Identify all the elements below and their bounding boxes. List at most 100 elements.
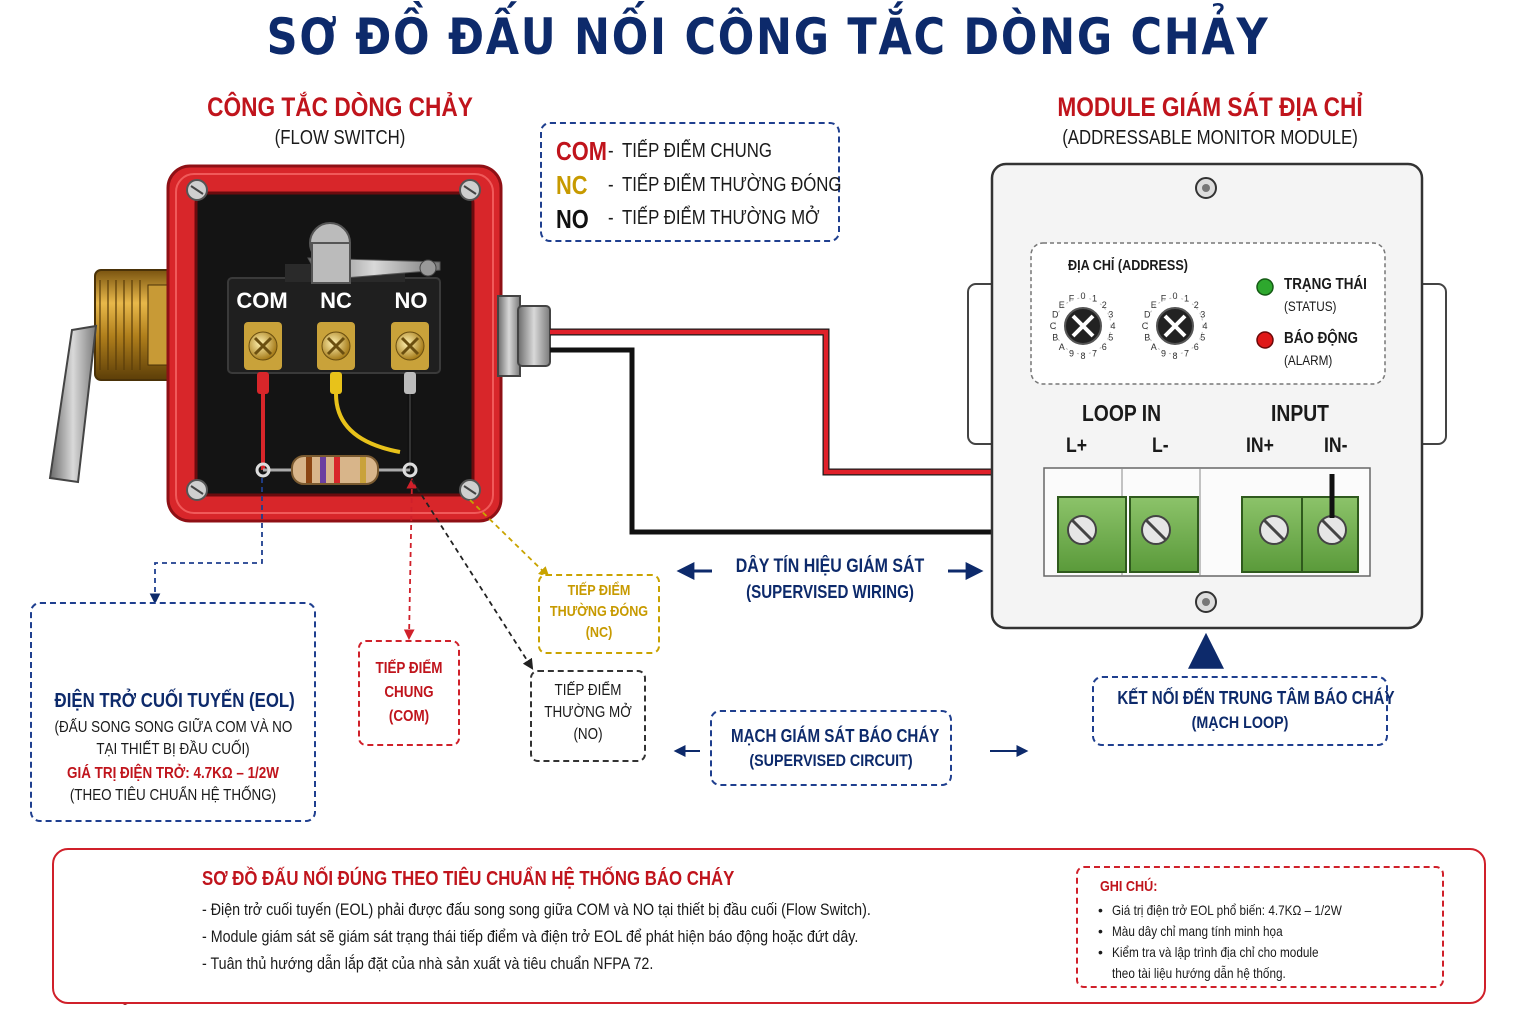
dial-digit: D xyxy=(1052,310,1059,320)
notes-item-4: theo tài liệu hướng dẫn hệ thống. xyxy=(1112,965,1286,981)
alarm-label: BÁO ĐỘNG xyxy=(1284,330,1358,347)
dial-digit: E xyxy=(1059,300,1065,310)
callout-no: TIẾP ĐIỂM THƯỜNG MỞ (NO) xyxy=(530,670,646,762)
status-label: TRẠNG THÁI xyxy=(1284,276,1367,293)
eol-desc2: TẠI THIẾT BỊ ĐẦU CUỐI) xyxy=(96,741,250,758)
standard-info-box: SƠ ĐỒ ĐẤU NỐI ĐÚNG THEO TIÊU CHUẨN HỆ TH… xyxy=(52,848,1486,1004)
eol-resistor-installed-icon xyxy=(255,455,418,485)
dial-digit: 1 xyxy=(1184,293,1189,303)
callout-com-line2: CHUNG xyxy=(384,684,434,701)
callout-no-line2: THƯỜNG MỞ xyxy=(544,704,632,721)
dial-digit: 6 xyxy=(1102,342,1107,352)
page-title: SƠ ĐỒ ĐẤU NỐI CÔNG TẮC DÒNG CHẢY xyxy=(266,8,1270,66)
notes-item-3: Kiểm tra và lập trình địa chỉ cho module xyxy=(1112,944,1319,960)
legend-no-desc: TIẾP ĐIỂM THƯỜNG MỞ xyxy=(622,207,820,229)
circuit-line2: (SUPERVISED CIRCUIT) xyxy=(749,751,913,770)
module-subtitle: (ADDRESSABLE MONITOR MODULE) xyxy=(1062,127,1358,149)
screw-no-icon xyxy=(391,322,429,370)
flow-switch-heading: CÔNG TẮC DÒNG CHẢY (FLOW SWITCH) xyxy=(150,92,530,150)
terminal-block-l-plus-icon xyxy=(1057,496,1127,573)
dial-digit: C xyxy=(1050,321,1057,331)
standard-item-3: - Tuân thủ hướng dẫn lắp đặt của nhà sản… xyxy=(202,954,654,973)
callout-nc-line2: THƯỜNG ĐÓNG xyxy=(549,603,649,620)
dial-digit: 4 xyxy=(1202,321,1207,331)
notes-item-2: Màu dây chỉ mang tính minh họa xyxy=(1112,923,1283,939)
dial-digit: 5 xyxy=(1108,333,1113,343)
wiring-line2: (SUPERVISED WIRING) xyxy=(746,582,914,602)
dial-digit: B xyxy=(1052,333,1058,343)
standard-item-2: - Module giám sát sẽ giám sát trạng thái… xyxy=(202,927,859,946)
flow-switch-title: CÔNG TẮC DÒNG CHẢY xyxy=(207,92,473,122)
mount-screw-icon xyxy=(1195,177,1217,613)
callout-no-line1: TIẾP ĐIỂM xyxy=(554,682,622,699)
in-plus-label: IN+ xyxy=(1246,434,1274,457)
eol-standard: (THEO TIÊU CHUẨN HỆ THỐNG) xyxy=(69,787,277,804)
legend-com-sep: - xyxy=(608,140,614,162)
terminal-block-l-minus-icon xyxy=(1129,496,1199,573)
dial-digit: A xyxy=(1059,342,1065,352)
terminal-com-label: COM xyxy=(236,288,287,313)
callout-com: TIẾP ĐIỂM CHUNG (COM) xyxy=(358,640,460,746)
pipe-fitting-icon xyxy=(48,269,181,484)
dial-digit: 9 xyxy=(1069,349,1074,359)
callout-com-line3: (COM) xyxy=(388,708,430,725)
address-dial-1-icon xyxy=(1054,297,1112,355)
standard-title: SƠ ĐỒ ĐẤU NỐI ĐÚNG THEO TIÊU CHUẨN HỆ TH… xyxy=(202,868,735,890)
in-minus-label: IN- xyxy=(1324,434,1348,457)
panel-link-line2: (MẠCH LOOP) xyxy=(1191,713,1289,732)
dial-digit: F xyxy=(1161,293,1167,303)
legend-nc-code: NC xyxy=(556,170,588,200)
dial-digit: E xyxy=(1151,300,1157,310)
dial-digit: 2 xyxy=(1102,300,1107,310)
dial-digit: 3 xyxy=(1200,310,1205,320)
eol-title: ĐIỆN TRỞ CUỐI TUYẾN (EOL) xyxy=(54,690,295,712)
terminal-block-in-minus-icon xyxy=(1301,474,1359,573)
screw-nc-icon xyxy=(317,322,355,370)
legend-nc-desc: TIẾP ĐIỂM THƯỜNG ĐÓNG xyxy=(622,174,842,196)
dial-digit: 1 xyxy=(1092,293,1097,303)
l-plus-label: L+ xyxy=(1066,434,1088,457)
dial-digit: 6 xyxy=(1194,342,1199,352)
dial-digit: 0 xyxy=(1080,291,1085,301)
wiring-line1: DÂY TÍN HIỆU GIÁM SÁT xyxy=(735,556,925,577)
dial-digit: 7 xyxy=(1184,349,1189,359)
terminal-no-label: NO xyxy=(395,288,428,313)
panel-link-line1: KẾT NỐI ĐẾN TRUNG TÂM BÁO CHÁY xyxy=(1117,688,1395,708)
l-minus-label: L- xyxy=(1152,434,1169,457)
legend-no-sep: - xyxy=(608,207,614,229)
alarm-sub: (ALARM) xyxy=(1284,352,1333,368)
eol-value: GIÁ TRỊ ĐIỆN TRỞ: 4.7KΩ – 1/2W xyxy=(67,765,279,782)
dial-digit: D xyxy=(1144,310,1151,320)
dial-digit: 8 xyxy=(1172,351,1177,361)
legend-no-code: NO xyxy=(556,204,589,234)
notes-box: GHI CHÚ: • Giá trị điện trở EOL phổ biến… xyxy=(1076,866,1444,988)
dial-digit: 8 xyxy=(1080,351,1085,361)
supervised-circuit-box: MẠCH GIÁM SÁT BÁO CHÁY (SUPERVISED CIRCU… xyxy=(710,710,952,786)
callout-no-line3: (NO) xyxy=(573,726,603,743)
screw-com-icon xyxy=(244,322,282,370)
dial-digit: F xyxy=(1069,293,1075,303)
notes-title: GHI CHÚ: xyxy=(1100,878,1158,895)
dial-digit: 0 xyxy=(1172,291,1177,301)
contact-legend: COM - TIẾP ĐIỂM CHUNG NC - TIẾP ĐIỂM THƯ… xyxy=(540,122,842,242)
dial-digit: B xyxy=(1144,333,1150,343)
dial-digit: 5 xyxy=(1200,333,1205,343)
dial-digit: 2 xyxy=(1194,300,1199,310)
legend-com-code: COM xyxy=(556,136,607,166)
dial-digit: 4 xyxy=(1110,321,1115,331)
module-title: MODULE GIÁM SÁT ĐỊA CHỈ xyxy=(1057,92,1363,122)
switch-terminals: COM NC NO xyxy=(236,288,429,370)
circuit-line1: MẠCH GIÁM SÁT BÁO CHÁY xyxy=(731,726,940,746)
loop-in-label: LOOP IN xyxy=(1082,400,1162,426)
flow-switch-subtitle: (FLOW SWITCH) xyxy=(274,127,406,149)
legend-com-desc: TIẾP ĐIỂM CHUNG xyxy=(622,140,772,162)
callout-nc-line3: (NC) xyxy=(585,624,613,641)
status-led-icon xyxy=(1256,278,1274,296)
address-dial-2-icon xyxy=(1146,297,1204,355)
dial-digit: 7 xyxy=(1092,349,1097,359)
address-label: ĐỊA CHỈ (ADDRESS) xyxy=(1068,257,1188,274)
eol-desc1: (ĐẤU SONG SONG GIỮA COM VÀ NO xyxy=(54,719,293,736)
